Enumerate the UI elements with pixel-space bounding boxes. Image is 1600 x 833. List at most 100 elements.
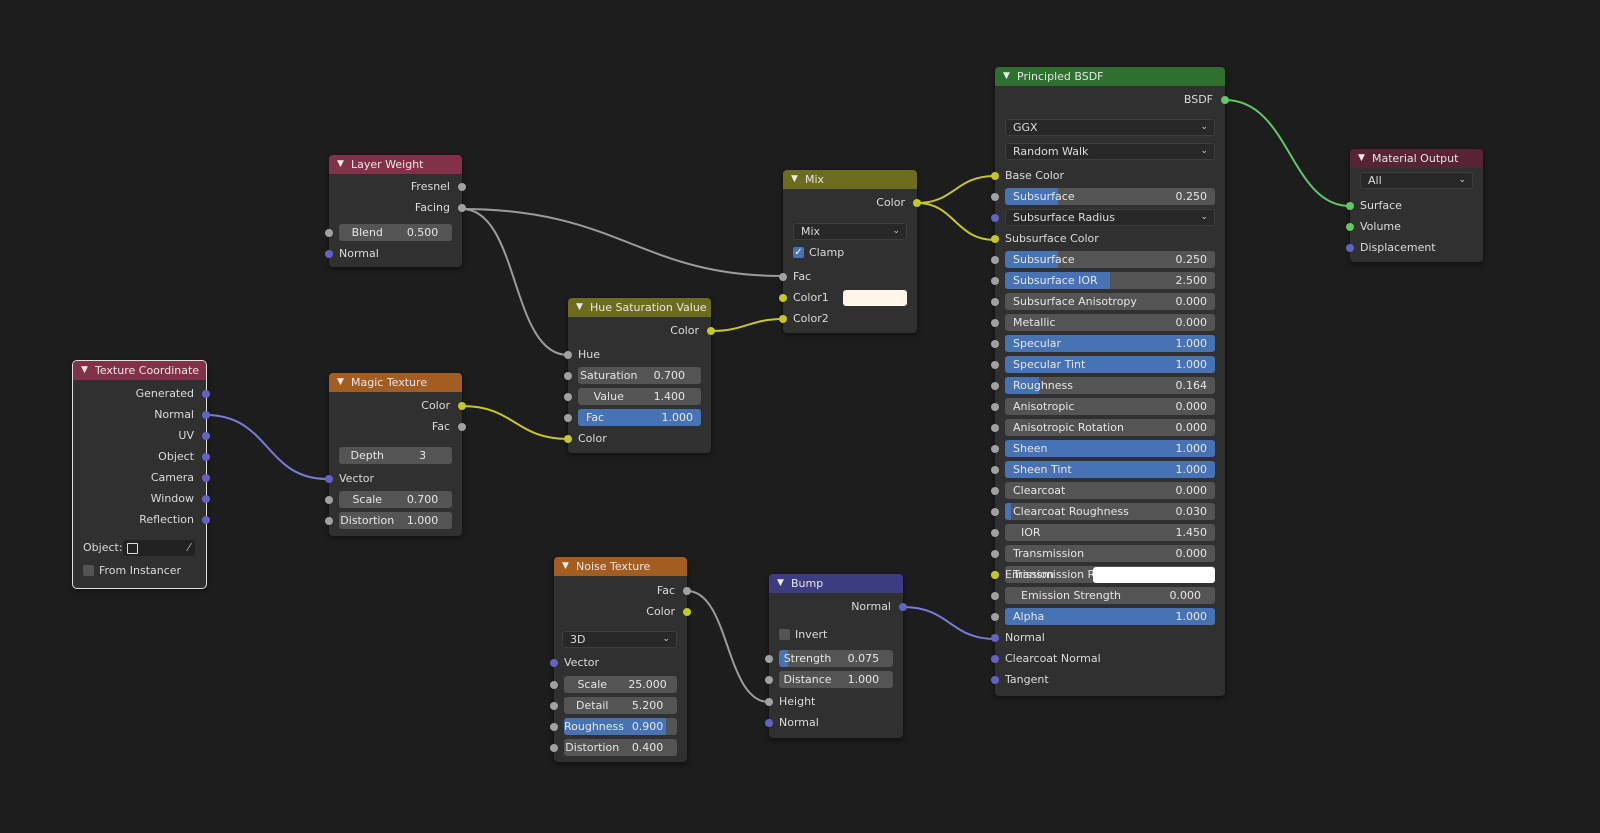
node-material-output[interactable]: ▼Material Output All⌄ Surface Volume Dis… <box>1346 149 1483 262</box>
socket-blend-in[interactable] <box>325 229 333 237</box>
node-noise-texture[interactable]: ▼Noise Texture Fac Color 3D⌄ Vector Scal… <box>550 557 691 762</box>
socket-subsurface-color-in[interactable] <box>991 235 999 243</box>
socket-anisotropic-rotation-in[interactable] <box>991 424 999 432</box>
collapse-chevron-icon[interactable]: ▼ <box>562 561 569 571</box>
socket-hue-in[interactable] <box>564 351 572 359</box>
socket-clearcoat-normal-in[interactable] <box>991 655 999 663</box>
socket-scale-in[interactable] <box>550 681 558 689</box>
distribution-dropdown[interactable]: GGX⌄ <box>1005 119 1215 136</box>
socket-displacement-in[interactable] <box>1346 244 1354 252</box>
clamp-checkbox[interactable]: ✓ <box>793 247 804 258</box>
target-dropdown[interactable]: All⌄ <box>1360 172 1473 189</box>
node-header[interactable]: ▼Principled BSDF <box>995 67 1225 86</box>
socket-fac-in[interactable] <box>779 273 787 281</box>
socket-distortion-in[interactable] <box>325 517 333 525</box>
socket-clearcoat-roughness-in[interactable] <box>991 508 999 516</box>
socket-color-out[interactable] <box>913 199 921 207</box>
socket-sheen-tint-in[interactable] <box>991 466 999 474</box>
node-header[interactable]: ▼Texture Coordinate <box>73 361 206 380</box>
collapse-chevron-icon[interactable]: ▼ <box>1358 153 1365 163</box>
object-picker[interactable]: ⁄ <box>123 540 195 556</box>
socket-generated-out[interactable] <box>202 390 210 398</box>
socket-volume-in[interactable] <box>1346 223 1354 231</box>
node-mix[interactable]: ▼Mix Color Mix⌄ ✓Clamp Fac Color1 Color2 <box>779 170 921 333</box>
blend-mode-dropdown[interactable]: Mix⌄ <box>793 223 907 240</box>
socket-color-in[interactable] <box>564 435 572 443</box>
socket-reflection-out[interactable] <box>202 516 210 524</box>
socket-color-out[interactable] <box>683 608 691 616</box>
node-header[interactable]: ▼Hue Saturation Value <box>568 298 711 317</box>
collapse-chevron-icon[interactable]: ▼ <box>791 174 798 184</box>
socket-fac-in[interactable] <box>564 414 572 422</box>
socket-normal-out[interactable] <box>899 603 907 611</box>
node-header[interactable]: ▼Magic Texture <box>329 373 462 392</box>
node-header[interactable]: ▼Layer Weight <box>329 155 462 174</box>
collapse-chevron-icon[interactable]: ▼ <box>576 302 583 312</box>
invert-checkbox[interactable] <box>779 629 790 640</box>
socket-distance-in[interactable] <box>765 676 773 684</box>
eyedropper-icon[interactable]: ⁄ <box>188 541 190 554</box>
socket-roughness-in[interactable] <box>550 723 558 731</box>
socket-emission-in[interactable] <box>991 571 999 579</box>
socket-facing-out[interactable] <box>458 204 466 212</box>
node-header[interactable]: ▼Material Output <box>1350 149 1483 168</box>
socket-detail-in[interactable] <box>550 702 558 710</box>
subsurface-radius-dropdown[interactable]: Subsurface Radius⌄ <box>1005 209 1215 226</box>
socket-anisotropic-in[interactable] <box>991 403 999 411</box>
socket-specular-tint-in[interactable] <box>991 361 999 369</box>
collapse-chevron-icon[interactable]: ▼ <box>1003 71 1010 81</box>
socket-ior-in[interactable] <box>991 529 999 537</box>
socket-strength-in[interactable] <box>765 655 773 663</box>
color1-swatch[interactable] <box>843 290 907 306</box>
socket-emission-strength-in[interactable] <box>991 592 999 600</box>
socket-subsurface-ior-in[interactable] <box>991 277 999 285</box>
socket-height-in[interactable] <box>765 698 773 706</box>
socket-normal-in[interactable] <box>765 719 773 727</box>
socket-sheen-in[interactable] <box>991 445 999 453</box>
socket-normal-in[interactable] <box>991 634 999 642</box>
socket-camera-out[interactable] <box>202 474 210 482</box>
socket-color2-in[interactable] <box>779 315 787 323</box>
socket-surface-in[interactable] <box>1346 202 1354 210</box>
socket-vector-in[interactable] <box>325 475 333 483</box>
node-header[interactable]: ▼Noise Texture <box>554 557 687 576</box>
socket-saturation-in[interactable] <box>564 372 572 380</box>
from-instancer-checkbox[interactable] <box>83 565 94 576</box>
socket-distortion-in[interactable] <box>550 744 558 752</box>
socket-metallic-in[interactable] <box>991 319 999 327</box>
socket-uv-out[interactable] <box>202 432 210 440</box>
collapse-chevron-icon[interactable]: ▼ <box>81 365 88 375</box>
socket-fac-out[interactable] <box>683 587 691 595</box>
socket-alpha-in[interactable] <box>991 613 999 621</box>
node-hue-saturation-value[interactable]: ▼Hue Saturation Value Color Hue Saturati… <box>564 298 715 453</box>
socket-base-color-in[interactable] <box>991 172 999 180</box>
socket-bsdf-out[interactable] <box>1221 96 1229 104</box>
socket-tangent-in[interactable] <box>991 676 999 684</box>
socket-window-out[interactable] <box>202 495 210 503</box>
node-principled-bsdf[interactable]: ▼Principled BSDF BSDF GGX⌄ Random Walk⌄ … <box>991 67 1229 696</box>
